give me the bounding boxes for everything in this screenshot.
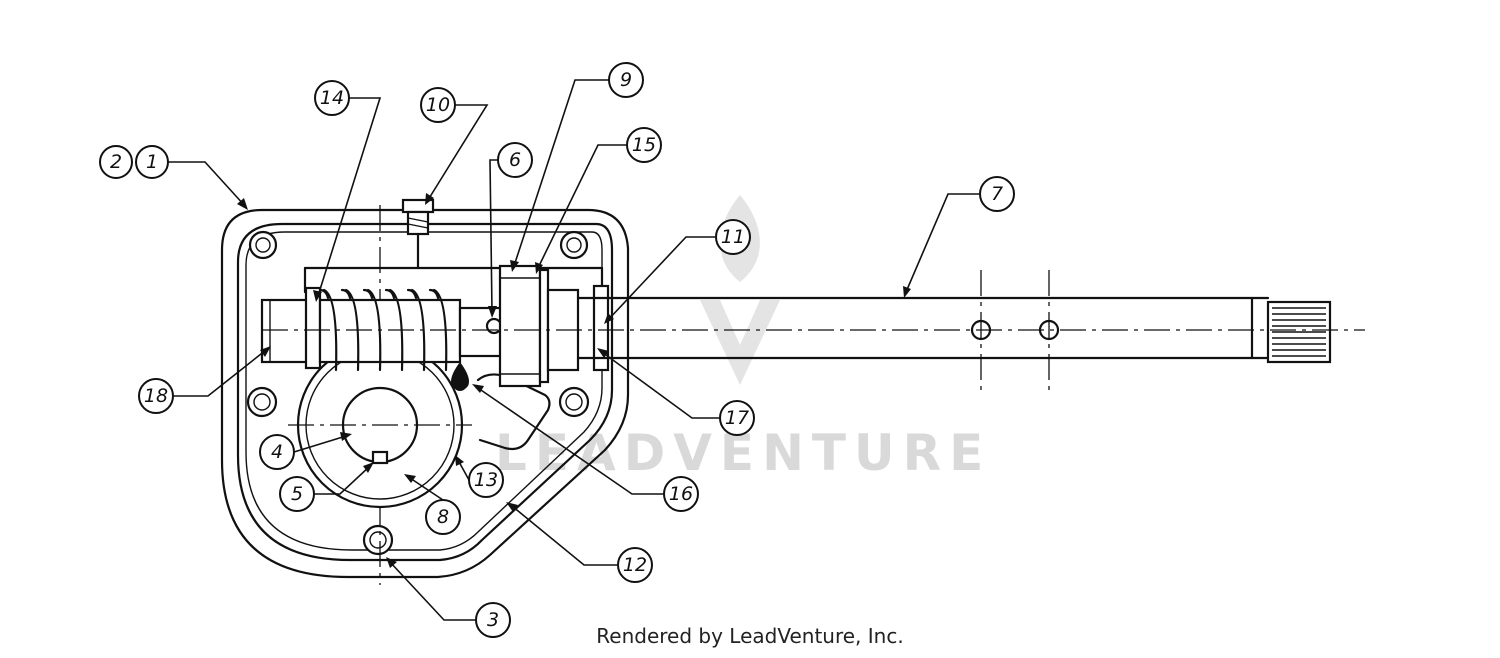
svg-text:10: 10 <box>426 94 450 116</box>
worm-shaft <box>260 264 610 388</box>
callout-10[interactable]: 10 <box>420 87 456 123</box>
svg-text:13: 13 <box>474 469 498 491</box>
svg-text:12: 12 <box>623 554 647 576</box>
svg-text:4: 4 <box>271 441 283 463</box>
callout-15[interactable]: 15 <box>626 127 662 163</box>
callout-18[interactable]: 18 <box>138 378 174 414</box>
svg-text:18: 18 <box>144 385 168 407</box>
callout-14[interactable]: 14 <box>314 80 350 116</box>
callout-11[interactable]: 11 <box>715 219 751 255</box>
svg-text:6: 6 <box>509 149 521 171</box>
svg-text:8: 8 <box>437 506 449 528</box>
callout-6[interactable]: 6 <box>497 142 533 178</box>
bolt-bottom <box>362 524 394 556</box>
svg-text:11: 11 <box>721 226 745 248</box>
callout-7[interactable]: 7 <box>979 176 1015 212</box>
svg-text:16: 16 <box>669 483 693 505</box>
callout-16[interactable]: 16 <box>663 476 699 512</box>
callout-17[interactable]: 17 <box>719 400 755 436</box>
svg-text:1: 1 <box>146 151 158 173</box>
callout-1[interactable]: 1 <box>135 145 169 179</box>
callout-12[interactable]: 12 <box>617 547 653 583</box>
callout-13[interactable]: 13 <box>468 462 504 498</box>
svg-text:7: 7 <box>991 183 1003 205</box>
svg-text:17: 17 <box>725 407 749 429</box>
bolt-top-right <box>559 230 589 260</box>
callout-4[interactable]: 4 <box>259 434 295 470</box>
footer-credit: Rendered by LeadVenture, Inc. <box>596 624 904 648</box>
svg-text:15: 15 <box>632 134 656 156</box>
bolt-top-left <box>248 230 278 260</box>
callout-5[interactable]: 5 <box>279 476 315 512</box>
vent-plug <box>401 198 435 270</box>
callout-2[interactable]: 2 <box>99 145 133 179</box>
svg-text:14: 14 <box>320 87 344 109</box>
oil-drop <box>451 362 469 391</box>
svg-text:3: 3 <box>487 609 499 631</box>
bolt-mid-left <box>246 386 278 418</box>
svg-text:5: 5 <box>291 483 303 505</box>
svg-text:9: 9 <box>620 69 632 91</box>
callout-9[interactable]: 9 <box>608 62 644 98</box>
housing-lobe <box>476 373 551 451</box>
svg-text:2: 2 <box>110 151 122 173</box>
callout-8[interactable]: 8 <box>425 499 461 535</box>
bolt-mid-right <box>558 386 590 418</box>
